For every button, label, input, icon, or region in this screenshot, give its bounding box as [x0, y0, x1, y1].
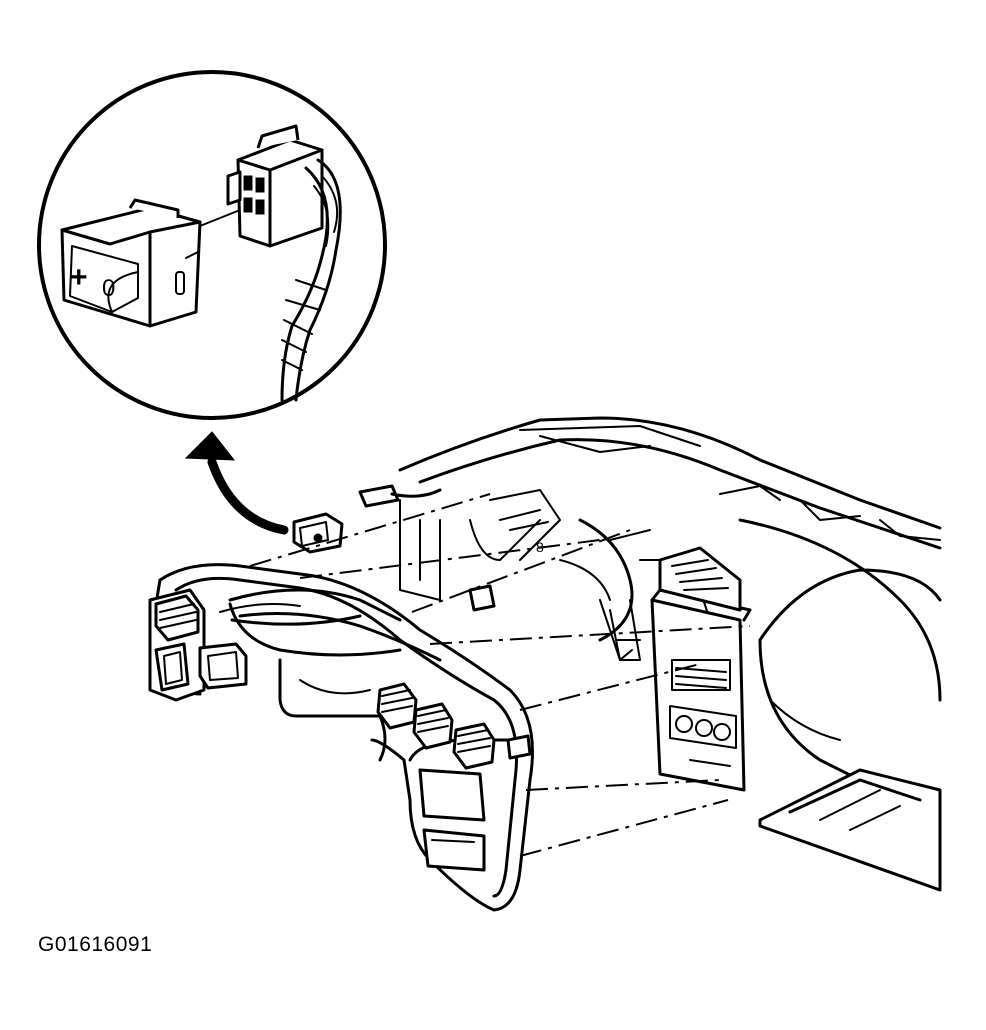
wire-harness	[280, 158, 342, 402]
wiring-connector	[226, 124, 324, 248]
instrument-panel-assembly: 8	[148, 416, 942, 912]
left-air-vent	[154, 594, 200, 642]
connector-alignment-line	[199, 209, 241, 227]
arrow-head	[184, 431, 236, 461]
detail-arrow	[184, 431, 289, 535]
switch-indicator-slot	[175, 271, 185, 295]
figure-id-label: G01616091	[38, 933, 153, 956]
detail-inset: + 0	[37, 70, 387, 420]
center-air-vents	[376, 682, 496, 770]
radio-bay	[650, 588, 752, 792]
zero-symbol: 0	[102, 275, 115, 302]
headlamp-dimmer-switch: + 0	[60, 198, 202, 328]
alignment-lines	[249, 493, 751, 857]
plus-symbol: +	[70, 261, 88, 294]
switch-opening	[198, 642, 248, 690]
